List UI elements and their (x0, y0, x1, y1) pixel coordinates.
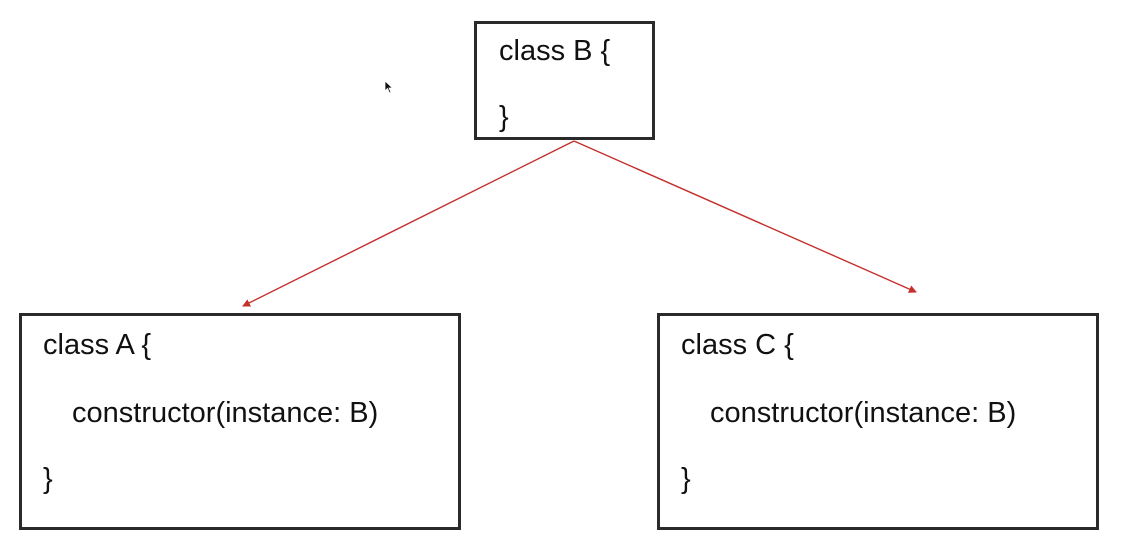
class-c-header: class C { (681, 329, 794, 361)
class-c-box: class C { constructor(instance: B) } (657, 313, 1099, 530)
class-b-header: class B { (499, 35, 611, 67)
class-a-box: class A { constructor(instance: B) } (19, 313, 461, 530)
class-a-header: class A { (43, 329, 152, 361)
class-a-closing-brace: } (43, 463, 53, 495)
class-c-closing-brace: } (681, 463, 691, 495)
class-b-box: class B { } (474, 21, 655, 140)
mouse-pointer-icon (384, 80, 394, 94)
arrow-b-to-c (573, 140, 917, 293)
class-c-constructor: constructor(instance: B) (710, 397, 1017, 429)
arrow-b-to-a (242, 140, 575, 307)
class-b-closing-brace: } (499, 101, 509, 133)
class-a-constructor: constructor(instance: B) (72, 397, 379, 429)
